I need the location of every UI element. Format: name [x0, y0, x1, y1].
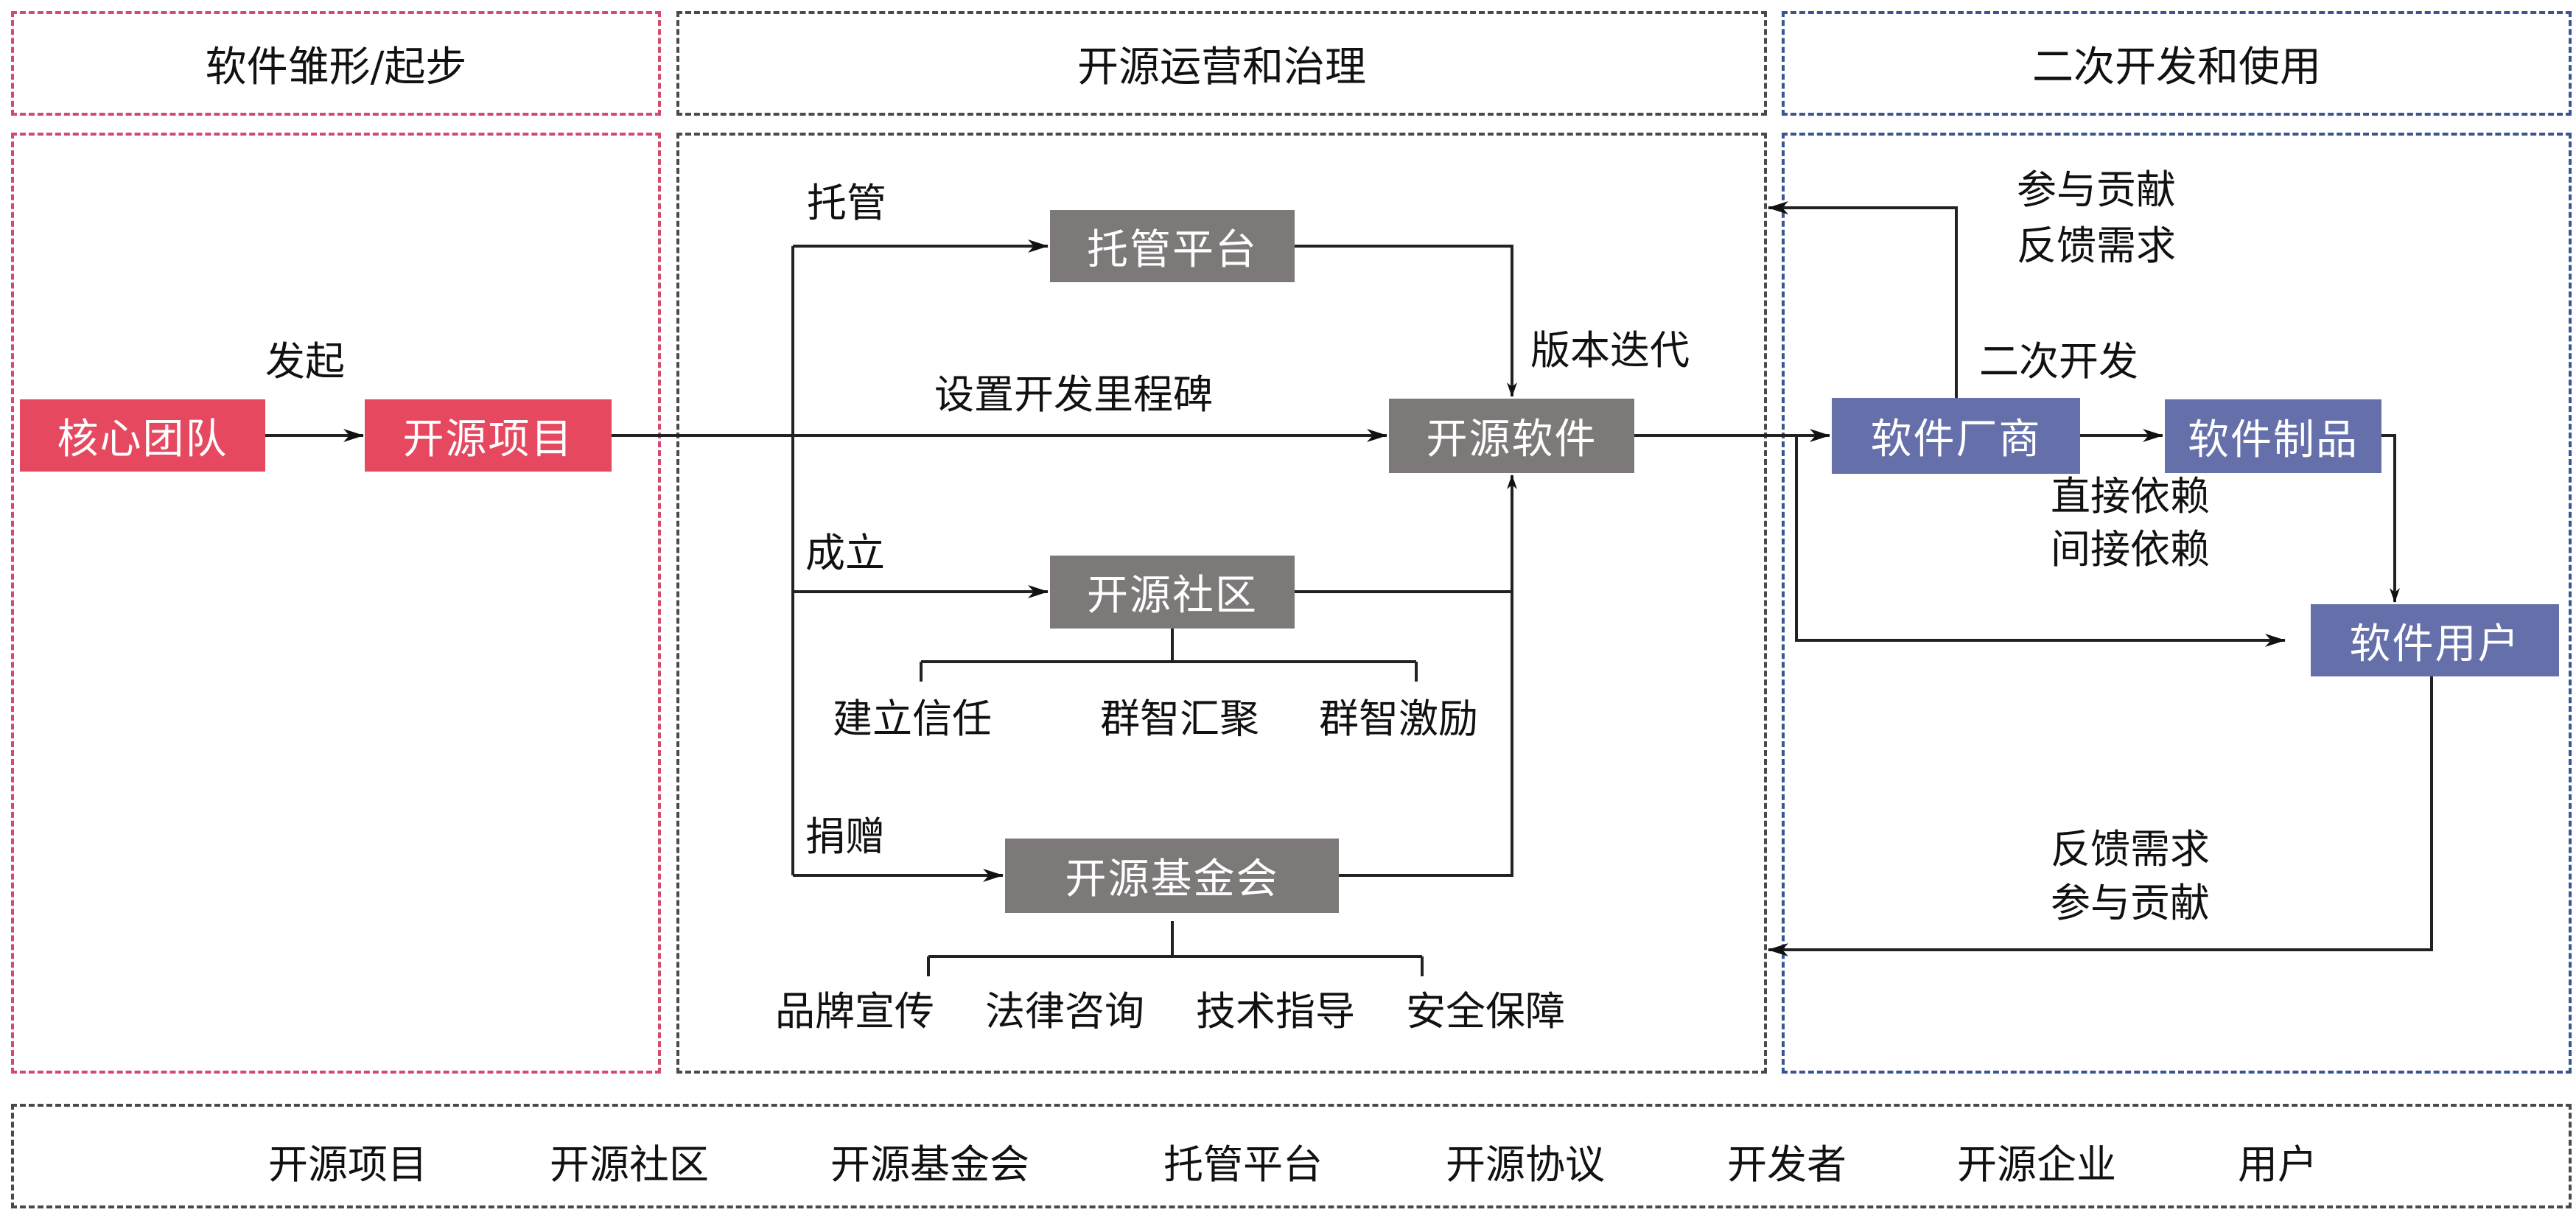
stage-incubation-body: [11, 133, 661, 1074]
node-oss-software: 开源软件: [1389, 399, 1634, 473]
label-milestone: 设置开发里程碑: [934, 371, 1213, 418]
label-vendor-contribute: 参与贡献: [2017, 167, 2176, 213]
label-user-contribute: 参与贡献: [2051, 880, 2210, 926]
stage-reuse-body: [1782, 133, 2572, 1074]
node-core-team: 核心团队: [20, 399, 265, 472]
label-donate: 捐赠: [805, 813, 885, 860]
node-oss-project: 开源项目: [365, 399, 612, 472]
participant-item: 托管平台: [1163, 1141, 1323, 1188]
participant-item: 开源基金会: [830, 1141, 1029, 1188]
participants-bar: 开源项目 开源社区 开源基金会 托管平台 开源协议 开发者 开源企业 用户: [11, 1104, 2572, 1208]
stage-reuse-title: 二次开发和使用: [2032, 43, 2321, 91]
edge-software-to-user: [1795, 435, 2286, 647]
label-secondary-dev: 二次开发: [1979, 338, 2138, 385]
stage-operation-title: 开源运营和治理: [1077, 43, 1366, 91]
label-host: 托管: [807, 180, 886, 226]
foundation-brace: [927, 921, 1424, 976]
node-software-user: 软件用户: [2311, 604, 2559, 676]
node-hosting-platform: 托管平台: [1050, 210, 1295, 282]
stage-operation-body: [676, 133, 1767, 1074]
participant-item: 开源协议: [1446, 1141, 1605, 1188]
community-role: 建立信任: [833, 696, 992, 742]
node-software-product: 软件制品: [2165, 399, 2381, 473]
node-oss-community: 开源社区: [1050, 556, 1295, 629]
foundation-role: 技术指导: [1196, 988, 1355, 1035]
edge-product-to-user: [2381, 434, 2400, 603]
foundation-role: 法律咨询: [985, 988, 1144, 1035]
stage-incubation-title: 软件雏形/起步: [205, 43, 467, 91]
foundation-role: 品牌宣传: [775, 988, 934, 1035]
stage-reuse-header: 二次开发和使用: [1782, 11, 2572, 116]
label-dependency-direct: 直接依赖: [2051, 473, 2210, 519]
community-role: 群智汇聚: [1100, 696, 1259, 742]
edge-vendor-feedback: [1768, 201, 1958, 398]
stage-operation-header: 开源运营和治理: [676, 11, 1767, 116]
edge-user-feedback: [1768, 676, 2433, 956]
label-initiate: 发起: [265, 338, 345, 385]
label-establish: 成立: [805, 530, 885, 576]
participant-item: 开源项目: [268, 1141, 427, 1188]
participant-item: 开源企业: [1957, 1141, 2116, 1188]
node-oss-foundation: 开源基金会: [1005, 839, 1339, 913]
participants-list: 开源项目 开源社区 开源基金会 托管平台 开源协议 开发者 开源企业 用户: [14, 1107, 2569, 1205]
community-brace: [920, 629, 1418, 682]
label-vendor-feedback: 反馈需求: [2017, 223, 2176, 269]
participant-item: 用户: [2238, 1141, 2317, 1188]
label-user-feedback: 反馈需求: [2051, 826, 2210, 872]
foundation-role: 安全保障: [1406, 988, 1565, 1035]
label-dependency-indirect: 间接依赖: [2051, 526, 2210, 573]
participant-item: 开源社区: [550, 1141, 709, 1188]
community-role: 群智激励: [1319, 696, 1478, 742]
node-software-vendor: 软件厂商: [1832, 398, 2080, 474]
edge-foundation-to-software: [1339, 475, 1517, 877]
edge-version-iteration: [1295, 245, 1517, 397]
participant-item: 开发者: [1727, 1141, 1847, 1188]
stage-incubation-header: 软件雏形/起步: [11, 11, 661, 116]
label-version-iteration: 版本迭代: [1530, 327, 1690, 374]
